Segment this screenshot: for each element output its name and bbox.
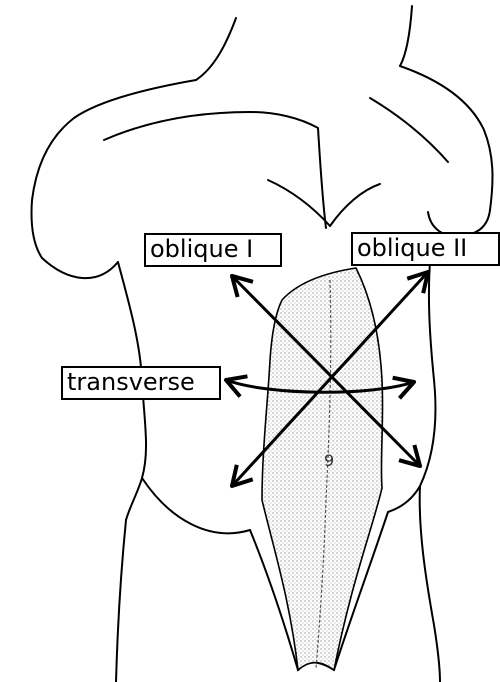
transverse-label: transverse: [61, 366, 221, 400]
oblique-2-label: oblique II: [351, 232, 500, 266]
navel-mark: 9: [324, 451, 334, 470]
torso-outline: [31, 6, 492, 682]
oblique-1-label: oblique I: [144, 233, 282, 267]
